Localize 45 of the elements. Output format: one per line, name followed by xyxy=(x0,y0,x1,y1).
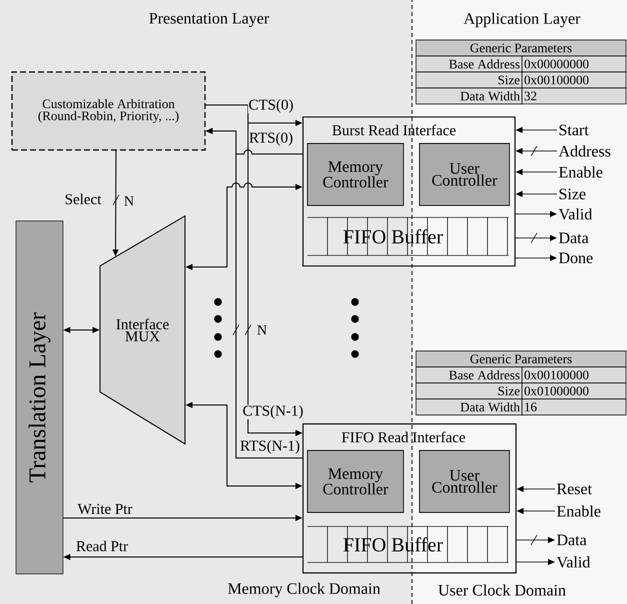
signal-label: Valid xyxy=(556,556,590,568)
edge-label: RTS(N-1) xyxy=(240,440,300,454)
region-title: User Clock Domain xyxy=(438,584,566,596)
table-cell: 0x00100000 xyxy=(522,72,626,88)
bus-width-label: N xyxy=(124,196,134,206)
region-title: Memory Clock Domain xyxy=(228,582,380,598)
table-cell: Size xyxy=(416,72,522,88)
edge-label: CTS(0) xyxy=(248,98,294,114)
signal-label: Start xyxy=(560,124,589,136)
arbitration-box: Customizable Arbitration (Round-Robin, Priority, ...) xyxy=(11,71,206,151)
edge-label: CTS(N-1) xyxy=(242,404,304,420)
controller-box: User Controller xyxy=(419,143,510,206)
bus-width-label: N xyxy=(257,325,267,335)
table-cell: 0x01000000 xyxy=(522,382,626,400)
edge-label: Read Ptr xyxy=(75,540,129,552)
controller-box: Memory Controller xyxy=(307,143,404,206)
signal-label: Enable xyxy=(556,505,600,517)
signal-label: Done xyxy=(558,252,593,264)
signal-label: Address xyxy=(558,145,610,157)
region-title: Application Layer xyxy=(464,12,580,28)
signal-label: Reset xyxy=(556,484,592,494)
signal-label: Enable xyxy=(558,166,602,178)
edge-label: RTS(0) xyxy=(248,132,294,146)
table-cell: 0x00000000 xyxy=(522,56,626,72)
signal-label: Data xyxy=(556,534,586,546)
table-cell: Size xyxy=(416,382,522,400)
controller-box: User Controller xyxy=(419,450,510,513)
edge-label: Select xyxy=(64,193,102,205)
table-cell: Base Address xyxy=(416,366,522,384)
region-title: Presentation Layer xyxy=(149,12,270,27)
table-cell: 32 xyxy=(522,88,626,104)
signal-label: Size xyxy=(560,188,586,200)
edge-label: Write Ptr xyxy=(77,503,133,515)
table-header: Generic Parameters xyxy=(416,40,626,56)
table-cell: Data Width xyxy=(416,88,522,104)
table-cell: Base Address xyxy=(416,56,522,72)
table-header: Generic Parameters xyxy=(416,350,626,368)
translation-layer-bar: Translation Layer xyxy=(16,220,64,574)
signal-label: Valid xyxy=(558,208,592,220)
controller-box: Memory Controller xyxy=(307,450,404,513)
signal-label: Data xyxy=(558,232,588,244)
table-cell: 0x00100000 xyxy=(522,366,626,384)
mux-label: Interface MUX xyxy=(100,215,186,445)
table-cell: 16 xyxy=(522,398,626,416)
table-cell: Data Width xyxy=(416,398,522,416)
